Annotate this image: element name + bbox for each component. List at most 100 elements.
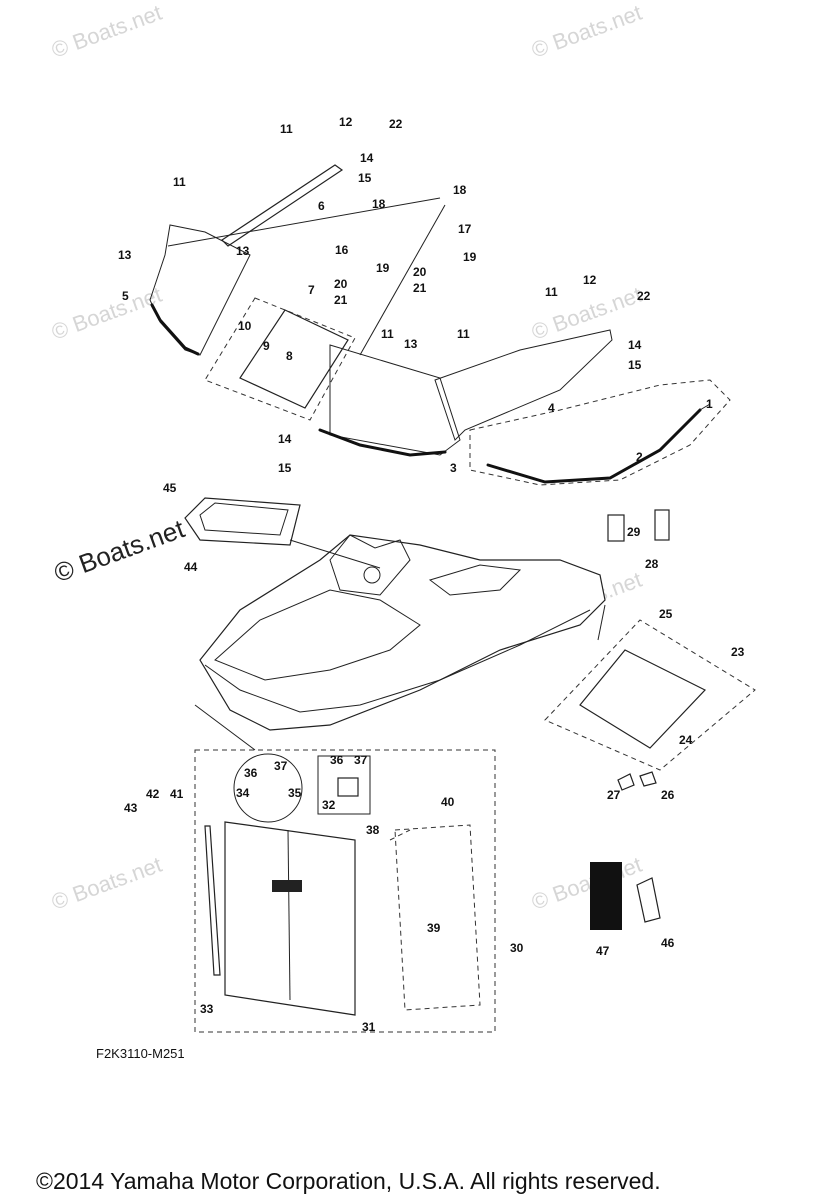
callout-15: 15 [628, 358, 642, 372]
callout-22: 22 [637, 289, 651, 303]
part-38-clips [389, 829, 411, 841]
part-27-latch [617, 773, 635, 791]
leader-line [359, 204, 446, 356]
callout-34: 34 [236, 786, 250, 800]
part-44-box [184, 497, 301, 546]
callout-21: 21 [334, 293, 348, 307]
callout-1: 1 [706, 397, 713, 411]
callout-7: 7 [308, 283, 315, 297]
callout-2: 2 [636, 450, 643, 464]
leader-line [167, 197, 441, 247]
part-31-mat [224, 821, 356, 1016]
callout-36: 36 [330, 753, 344, 767]
part-6-side-panel [221, 164, 344, 247]
callout-40: 40 [441, 795, 455, 809]
callout-47: 47 [596, 944, 610, 958]
callout-11: 11 [280, 122, 293, 136]
hull-windshield [329, 534, 411, 596]
mat-label-plate [272, 880, 302, 892]
part-23-outline [544, 619, 756, 771]
leader-line [699, 403, 711, 411]
part-5-left-windshield [149, 224, 251, 356]
callout-10: 10 [238, 319, 252, 333]
callout-15: 15 [358, 171, 372, 185]
part-23-cover [579, 649, 706, 749]
callout-37: 37 [354, 753, 368, 767]
callout-23: 23 [731, 645, 745, 659]
callout-11: 11 [173, 175, 186, 189]
callout-13: 13 [404, 337, 418, 351]
callout-11: 11 [545, 285, 558, 299]
leader-line [289, 539, 381, 569]
callout-24: 24 [679, 733, 693, 747]
callout-11: 11 [457, 327, 470, 341]
callout-16: 16 [335, 243, 349, 257]
hull-cockpit [214, 589, 421, 681]
windshield-assembly [149, 164, 731, 486]
callout-43: 43 [124, 801, 138, 815]
watermark-text: © Boats.net [48, 0, 165, 63]
callout-33: 33 [200, 1002, 214, 1016]
part-5-trim [150, 303, 200, 356]
callout-5: 5 [122, 289, 129, 303]
callout-20: 20 [334, 277, 348, 291]
callout-14: 14 [278, 432, 292, 446]
part-47-decal [590, 862, 622, 930]
callout-39: 39 [427, 921, 441, 935]
callout-21: 21 [413, 281, 427, 295]
part-46-fitting [636, 877, 661, 923]
callout-4: 4 [548, 401, 555, 415]
callout-37: 37 [274, 759, 288, 773]
callout-30: 30 [510, 941, 524, 955]
callout-20: 20 [413, 265, 427, 279]
callout-45: 45 [163, 481, 177, 495]
callout-46: 46 [661, 936, 675, 950]
leader-line [597, 604, 606, 641]
hull-body [199, 534, 606, 731]
watermark-text: © Boats.net [48, 852, 165, 915]
deck-outline [469, 379, 731, 486]
part-28-bracket [654, 509, 670, 541]
mat-seam [287, 829, 291, 1001]
callout-26: 26 [661, 788, 675, 802]
callout-6: 6 [318, 199, 325, 213]
callout-38: 38 [366, 823, 380, 837]
callout-14: 14 [360, 151, 374, 165]
hull-gunwale [204, 609, 591, 713]
part-7-frame-outline [204, 297, 356, 421]
callout-44: 44 [184, 560, 198, 574]
part-7-center-glass [239, 309, 349, 409]
callout-13: 13 [118, 248, 132, 262]
callout-18: 18 [453, 183, 467, 197]
part-26-hook [639, 771, 657, 787]
callout-19: 19 [463, 250, 477, 264]
part-33-strip [204, 825, 221, 976]
callout-36: 36 [244, 766, 258, 780]
part-30-outline [194, 749, 496, 1033]
steering-wheel [363, 566, 381, 584]
callout-18: 18 [372, 197, 386, 211]
watermark-text: © Boats.net [48, 282, 165, 345]
storage-box-44 [184, 497, 381, 569]
part-3-center-windshield [329, 344, 461, 456]
callout-17: 17 [458, 222, 472, 236]
hull-seat [428, 564, 522, 596]
callout-28: 28 [645, 557, 659, 571]
part-39-liner [394, 824, 481, 1011]
callout-11: 11 [381, 327, 394, 341]
callout-19: 19 [376, 261, 390, 275]
part-3-trim [318, 428, 447, 457]
callout-25: 25 [659, 607, 673, 621]
cover-assembly-23 [544, 509, 756, 791]
callout-13: 13 [236, 244, 250, 258]
detail-box [317, 755, 371, 815]
callout-35: 35 [288, 786, 302, 800]
callout-31: 31 [362, 1020, 376, 1034]
callout-27: 27 [607, 788, 621, 802]
callout-32: 32 [322, 798, 336, 812]
watermark-text: © Boats.net [528, 0, 645, 63]
callouts: 1 2 3 4 5 6 7 8 9 10 11 11 11 11 11 12 1… [118, 115, 745, 1034]
watermark-text: © Boats.net [528, 852, 645, 915]
leader-line [194, 704, 256, 751]
